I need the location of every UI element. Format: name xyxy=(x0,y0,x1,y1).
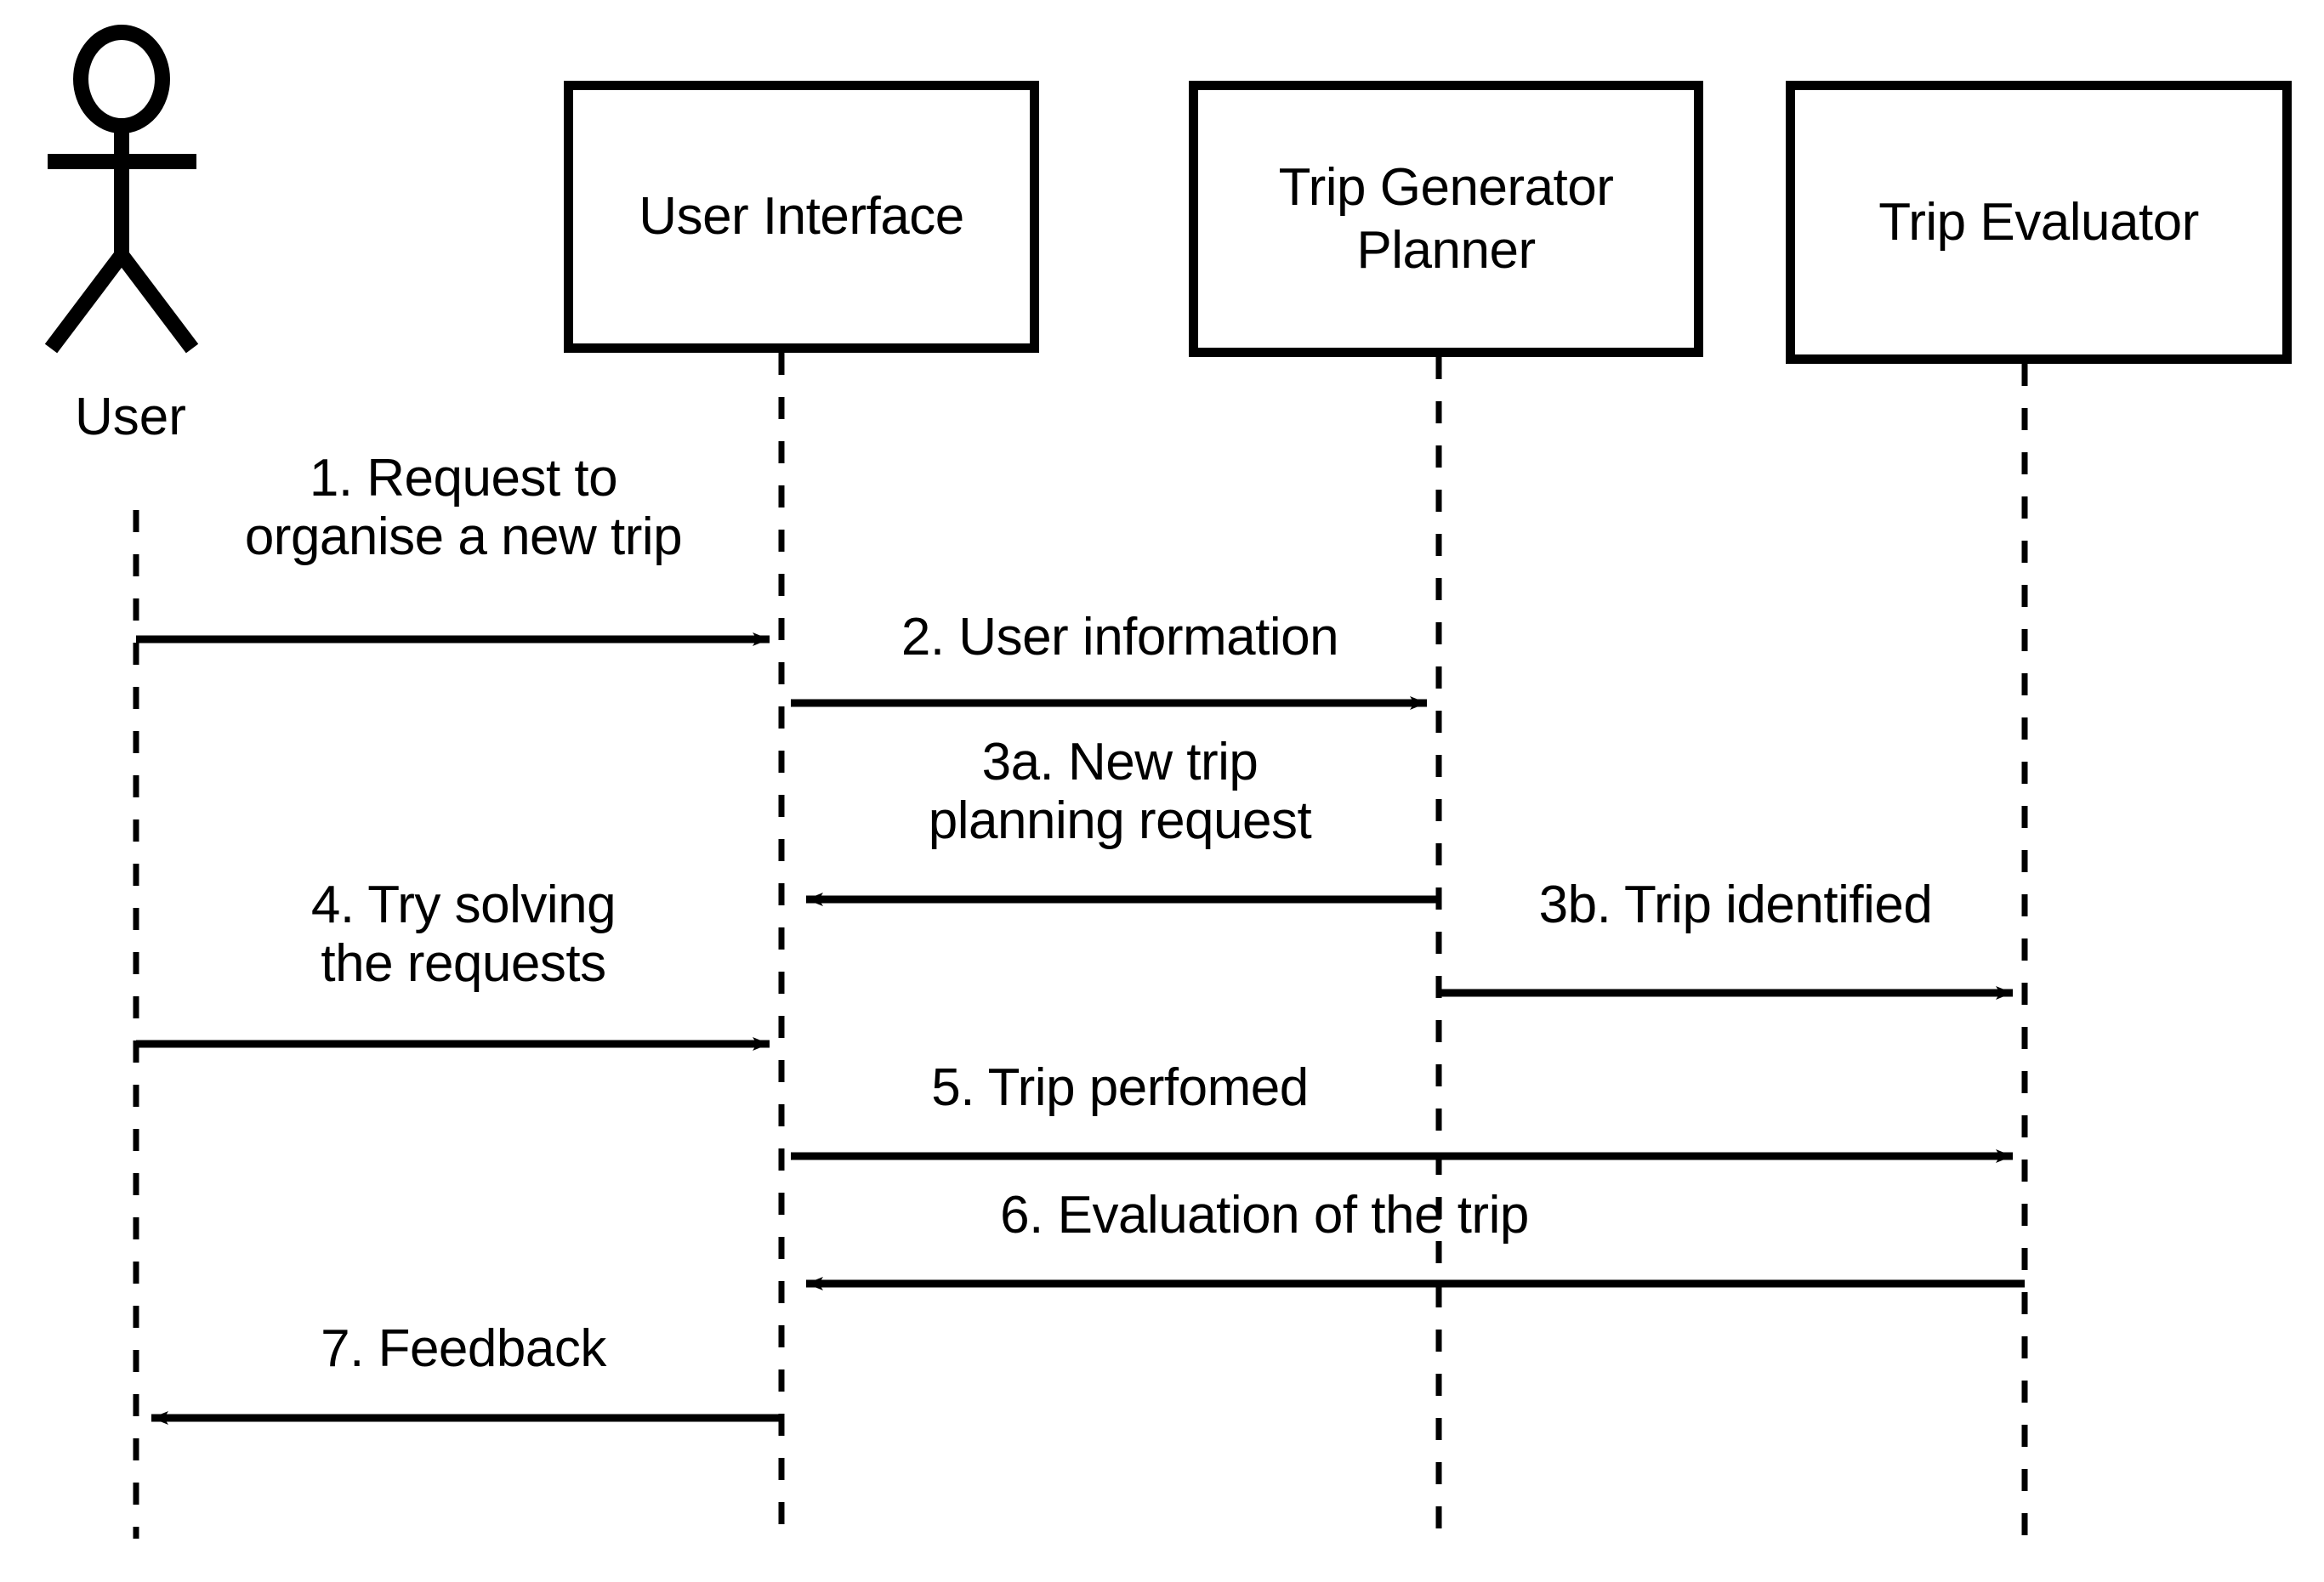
actor-label-user: User xyxy=(75,388,186,446)
participant-label-trip-evaluator: Trip Evaluator xyxy=(1878,192,2199,252)
message-label-5: 5. Trip perfomed xyxy=(931,1058,1309,1117)
message-label-3a: 3a. New trip planning request xyxy=(928,733,1312,851)
participant-box-trip-generator-planner[interactable]: Trip Generator Planner xyxy=(1189,81,1703,357)
message-label-2: 2. User information xyxy=(901,608,1339,666)
message-label-1: 1. Request to organise a new trip xyxy=(244,449,683,567)
participant-label-user-interface: User Interface xyxy=(639,187,964,247)
participant-box-user-interface[interactable]: User Interface xyxy=(564,81,1039,353)
message-label-6: 6. Evaluation of the trip xyxy=(1000,1186,1529,1245)
stick-figure-actor-icon xyxy=(44,25,199,354)
participant-box-trip-evaluator[interactable]: Trip Evaluator xyxy=(1786,81,2292,364)
participant-label-trip-generator-planner: Trip Generator Planner xyxy=(1278,158,1614,280)
message-label-7: 7. Feedback xyxy=(321,1319,606,1378)
message-label-3b: 3b. Trip identified xyxy=(1538,876,1933,934)
message-label-4: 4. Try solving the requests xyxy=(310,876,617,994)
